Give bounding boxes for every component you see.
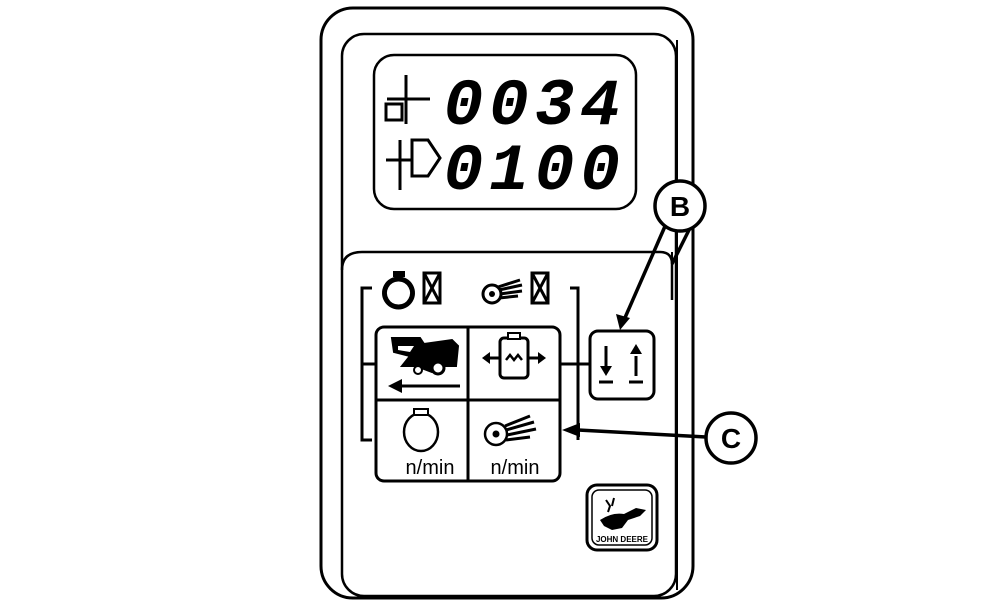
travel-direction-arrow-icon	[388, 379, 460, 393]
engine-speed-button[interactable]: n/min	[378, 402, 466, 479]
display-row2-value: 0100	[444, 134, 626, 209]
john-deere-logo: JOHN DEERE	[585, 483, 659, 552]
callout-c-label: C	[721, 423, 741, 454]
engine-speed-unit: n/min	[406, 457, 455, 479]
area-total-icon	[386, 138, 442, 190]
down-up-arrows-icon	[599, 344, 643, 384]
leaping-deer-icon	[600, 497, 646, 530]
engine-check-indicator	[382, 271, 442, 310]
rotor-icon	[483, 414, 537, 447]
callout-c: C	[562, 411, 758, 465]
ground-speed-button[interactable]	[378, 329, 466, 398]
display-row1-value: 0034	[444, 69, 626, 144]
lcd-display: 0034 0100	[372, 53, 638, 211]
rotor-with-checkbox-icon	[481, 271, 550, 305]
logo-wordmark: JOHN DEERE	[596, 535, 649, 544]
rotor-speed-button[interactable]: n/min	[470, 402, 558, 479]
rotor-check-indicator	[481, 271, 550, 305]
area-counter-icon	[384, 75, 430, 124]
rotor-speed-unit: n/min	[491, 457, 540, 479]
keypad-bracket	[360, 286, 590, 442]
engine-icon	[402, 408, 440, 453]
callout-b: B	[616, 179, 707, 330]
separator-button[interactable]	[470, 329, 558, 398]
callout-b-label: B	[670, 191, 690, 222]
adjust-button[interactable]	[588, 329, 656, 401]
combine-harvester-icon	[390, 337, 460, 376]
threshing-cylinder-icon	[482, 332, 546, 380]
engine-with-checkbox-icon	[382, 271, 442, 310]
